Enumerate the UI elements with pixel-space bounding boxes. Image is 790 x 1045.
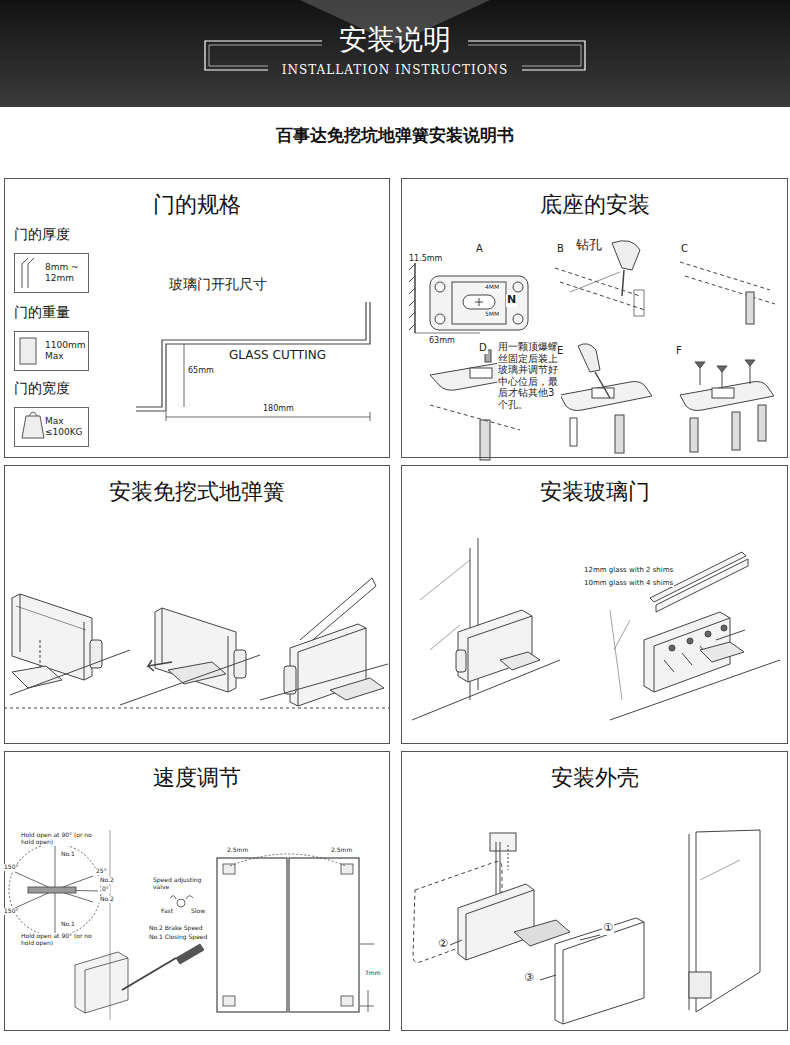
glass-door-art <box>412 538 780 720</box>
annotation-label: B <box>556 243 565 255</box>
annotation-label: 10mm glass with 4 shims <box>583 579 674 587</box>
panel-title: 安装外壳 <box>402 764 787 792</box>
annotation-label: C <box>680 243 689 255</box>
annotation-label: Hold open at 90° (or no hold open) <box>20 933 94 947</box>
annotation-label: Slow <box>190 908 206 915</box>
annotation-label: 150° <box>3 908 19 915</box>
page-title: 百事达免挖坑地弹簧安装说明书 <box>0 124 790 147</box>
header-title: 安装说明 <box>0 22 790 58</box>
glass-cutting-profile <box>136 302 370 421</box>
header-band <box>0 0 790 107</box>
annotation-label: No.2 Brake Speed <box>148 925 204 932</box>
annotation-label: No.1 <box>60 921 76 928</box>
annotation-label: No.1 <box>60 851 76 858</box>
spring-install-art <box>4 578 389 708</box>
annotation-label: E <box>556 345 564 357</box>
spec-box: 门的重量 1100mm Max <box>14 303 89 371</box>
annotation-label: 7mm <box>364 970 382 977</box>
spec-frame: 1100mm Max <box>14 331 89 371</box>
annotation-label: D <box>478 342 488 354</box>
panel-title: 门的规格 <box>5 191 389 219</box>
annotation-label: 2.5mm <box>330 847 353 854</box>
speed-adjust-art <box>9 830 374 1020</box>
spec-box: 门的厚度 8mm ~ 12mm <box>14 225 89 293</box>
annotation-label: 用一颗顶爆螺丝固定后装上玻璃并调节好中心位后，最后才钻其他3个孔。 <box>497 341 561 410</box>
spec-heading: 门的重量 <box>14 303 89 321</box>
spec-frame: Max ≤100KG <box>14 407 89 447</box>
annotation-label: 玻璃门开孔尺寸 <box>168 276 268 292</box>
spec-heading: 门的厚度 <box>14 225 89 243</box>
header-band: 安装说明 INSTALLATION INSTRUCTIONS <box>0 0 790 107</box>
annotation-label: 2.5mm <box>226 847 249 854</box>
annotation-label: 12mm glass with 2 shims <box>583 566 674 574</box>
spec-heading: 门的宽度 <box>14 379 89 397</box>
annotation-label: A <box>475 243 484 255</box>
annotation-label: Fast <box>160 908 174 915</box>
header-subtitle: INSTALLATION INSTRUCTIONS <box>0 62 790 78</box>
annotation-label: 4MM <box>484 284 500 291</box>
spec-value: 8mm ~ 12mm <box>45 262 85 284</box>
section-panel: 安装外壳 <box>401 751 788 1031</box>
annotation-label: 5MM <box>484 311 500 318</box>
annotation-label: Hold open at 90° (or no hold open) <box>20 832 94 846</box>
spec-icons <box>20 258 44 438</box>
annotation-label: ③ <box>523 972 535 985</box>
annotation-label: No.1 Closing Speed <box>148 934 208 941</box>
annotation-label: 0° <box>101 886 110 893</box>
housing-install-art <box>413 830 760 1024</box>
annotation-label: GLASS CUTTING <box>228 349 327 363</box>
panel-title: 速度调节 <box>5 764 389 792</box>
base-install-art <box>409 241 775 460</box>
panel-title: 安装免挖式地弹簧 <box>5 478 389 506</box>
annotation-label: 25° <box>95 868 108 875</box>
annotation-label: 11.5mm <box>408 254 443 263</box>
section-panel: 安装玻璃门 <box>401 465 788 744</box>
spec-value: Max ≤100KG <box>45 416 85 438</box>
annotation-label: ① <box>602 922 614 935</box>
section-panel: 底座的安装 <box>401 178 788 458</box>
annotation-label: No.2 <box>99 896 115 903</box>
annotation-label: 钻孔 <box>575 238 603 253</box>
panel-title: 底座的安装 <box>402 191 787 219</box>
annotation-label: No.2 <box>99 877 115 884</box>
section-panel: 速度调节 <box>4 751 390 1031</box>
annotation-label: 180mm <box>262 404 295 413</box>
annotation-label: ② <box>437 938 449 951</box>
section-panel: 门的规格门的厚度 8mm ~ 12mm 门的重量 1100mm Max 门的宽度 Max … <box>4 178 390 458</box>
annotation-label: Speed adjusting valve <box>152 877 212 891</box>
annotation-label: 63mm <box>428 336 456 345</box>
annotation-label: F <box>675 345 683 357</box>
annotation-label: N <box>506 294 517 307</box>
spec-box: 门的宽度 Max ≤100KG <box>14 379 89 447</box>
spec-frame: 8mm ~ 12mm <box>14 253 89 293</box>
annotation-label: 150° <box>3 864 19 871</box>
annotation-label: 65mm <box>187 366 215 375</box>
spec-value: 1100mm Max <box>45 340 85 362</box>
panel-title: 安装玻璃门 <box>402 478 787 506</box>
section-panel: 安装免挖式地弹簧 <box>4 465 390 744</box>
